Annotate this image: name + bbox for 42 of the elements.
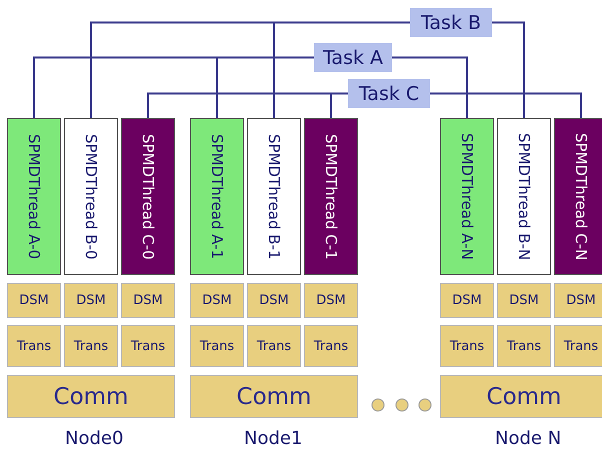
- trans-box: Trans: [64, 325, 118, 367]
- trans-box: Trans: [440, 325, 494, 367]
- dsm-box: DSM: [497, 283, 551, 318]
- dsm-box: DSM: [554, 283, 602, 318]
- connector-line: [392, 56, 468, 118]
- connector-line: [492, 22, 525, 118]
- dsm-box: DSM: [64, 283, 118, 318]
- thread-box: SPMDThread A-0: [7, 118, 61, 275]
- thread-box: SPMDThread C-0: [121, 118, 175, 275]
- thread-box: SPMDThread C-N: [554, 118, 602, 275]
- node-caption: Node N: [495, 428, 562, 449]
- node-caption: Node0: [65, 428, 124, 449]
- dsm-box: DSM: [247, 283, 301, 318]
- dsm-box: DSM: [190, 283, 244, 318]
- dsm-box: DSM: [304, 283, 358, 318]
- trans-box: Trans: [247, 325, 301, 367]
- trans-box: Trans: [121, 325, 175, 367]
- trans-box: Trans: [190, 325, 244, 367]
- trans-box: Trans: [497, 325, 551, 367]
- comm-box: Comm: [7, 375, 175, 418]
- thread-box: SPMDThread C-1: [304, 118, 358, 275]
- task-box: Task C: [348, 79, 430, 108]
- connector-line: [273, 22, 410, 118]
- connector-line: [330, 92, 348, 118]
- thread-box: SPMDThread B-0: [64, 118, 118, 275]
- trans-box: Trans: [7, 325, 61, 367]
- dsm-box: DSM: [440, 283, 494, 318]
- dsm-box: DSM: [7, 283, 61, 318]
- comm-box: Comm: [190, 375, 358, 418]
- thread-box: SPMDThread A-1: [190, 118, 244, 275]
- task-box: Task B: [410, 8, 492, 37]
- comm-box: Comm: [440, 375, 602, 418]
- node-caption: Node1: [244, 428, 302, 449]
- trans-box: Trans: [304, 325, 358, 367]
- thread-box: SPMDThread A-N: [440, 118, 494, 275]
- trans-box: Trans: [554, 325, 602, 367]
- connector-line: [216, 56, 314, 118]
- thread-box: SPMDThread B-1: [247, 118, 301, 275]
- dsm-box: DSM: [121, 283, 175, 318]
- task-box: Task A: [314, 43, 392, 72]
- connector-line: [430, 92, 582, 118]
- thread-box: SPMDThread B-N: [497, 118, 551, 275]
